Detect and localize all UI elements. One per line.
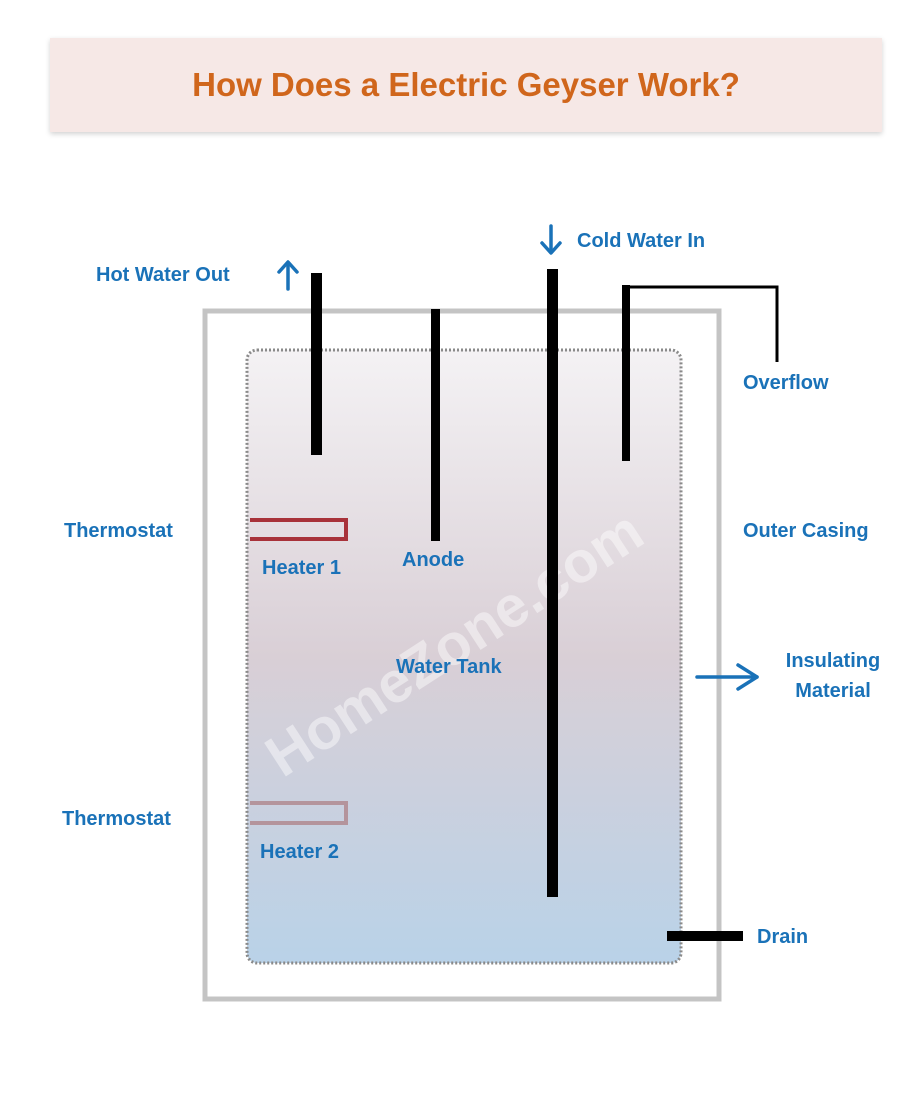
heater-2-label: Heater 2 <box>260 841 339 863</box>
down-arrow-icon <box>540 224 562 255</box>
hot-water-out-label: Hot Water Out <box>96 264 230 286</box>
drain-label: Drain <box>757 926 808 948</box>
overflow-pipe-outlet <box>626 285 779 362</box>
cold-water-in-label: Cold Water In <box>577 230 705 252</box>
overflow-label: Overflow <box>743 372 829 394</box>
insulating-material-label-line2: Material <box>795 680 871 702</box>
anode-rod <box>431 309 440 541</box>
heater-2-element <box>250 801 348 825</box>
thermostat-1-label: Thermostat <box>64 520 173 542</box>
drain-pipe <box>667 931 743 941</box>
thermostat-2-label: Thermostat <box>62 808 171 830</box>
hot-water-pipe <box>311 273 322 455</box>
heater-1-element <box>250 518 348 541</box>
outer-casing-label: Outer Casing <box>743 520 869 542</box>
overflow-pipe <box>622 285 630 461</box>
insulating-material-label-line1: Insulating <box>786 650 880 672</box>
title-banner: How Does a Electric Geyser Work? <box>50 38 882 132</box>
up-arrow-icon <box>277 260 299 291</box>
right-arrow-icon <box>695 663 759 691</box>
heater-1-label: Heater 1 <box>262 557 341 579</box>
water-tank-label: Water Tank <box>396 656 502 678</box>
cold-water-pipe <box>547 269 558 897</box>
anode-label: Anode <box>402 549 464 571</box>
water-tank <box>245 348 683 965</box>
page-title: How Does a Electric Geyser Work? <box>192 66 740 103</box>
